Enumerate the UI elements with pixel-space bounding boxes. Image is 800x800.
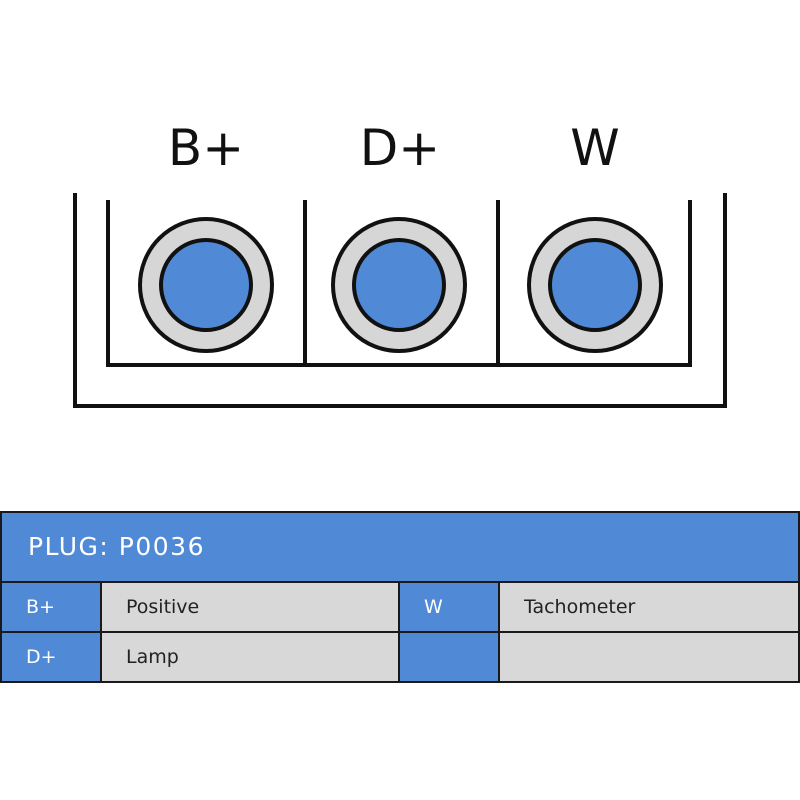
terminal-pin-b-plus: [138, 217, 274, 353]
terminal-label-d-plus: D+: [360, 119, 440, 177]
terminal-pin-d-plus: [331, 217, 467, 353]
pin-code-cell: B+: [2, 583, 100, 631]
connector-diagram: B+ D+ W: [73, 119, 727, 408]
plug-header: PLUG: P0036: [2, 513, 798, 581]
pin-code-cell: W: [400, 583, 498, 631]
pin-code-cell: [400, 633, 498, 681]
pin-function-cell: Positive: [102, 583, 398, 631]
pin-table: PLUG: P0036 B+ Positive W Tachometer D+ …: [0, 511, 800, 683]
pin-code-cell: D+: [2, 633, 100, 681]
terminal-label-w: W: [570, 119, 619, 177]
terminal-pin-w: [527, 217, 663, 353]
terminal-label-b-plus: B+: [168, 119, 244, 177]
pin-function-cell: Tachometer: [500, 583, 798, 631]
pin-function-cell: Lamp: [102, 633, 398, 681]
pin-function-cell: [500, 633, 798, 681]
inner-housing: [106, 200, 692, 367]
outer-housing: [73, 193, 727, 408]
